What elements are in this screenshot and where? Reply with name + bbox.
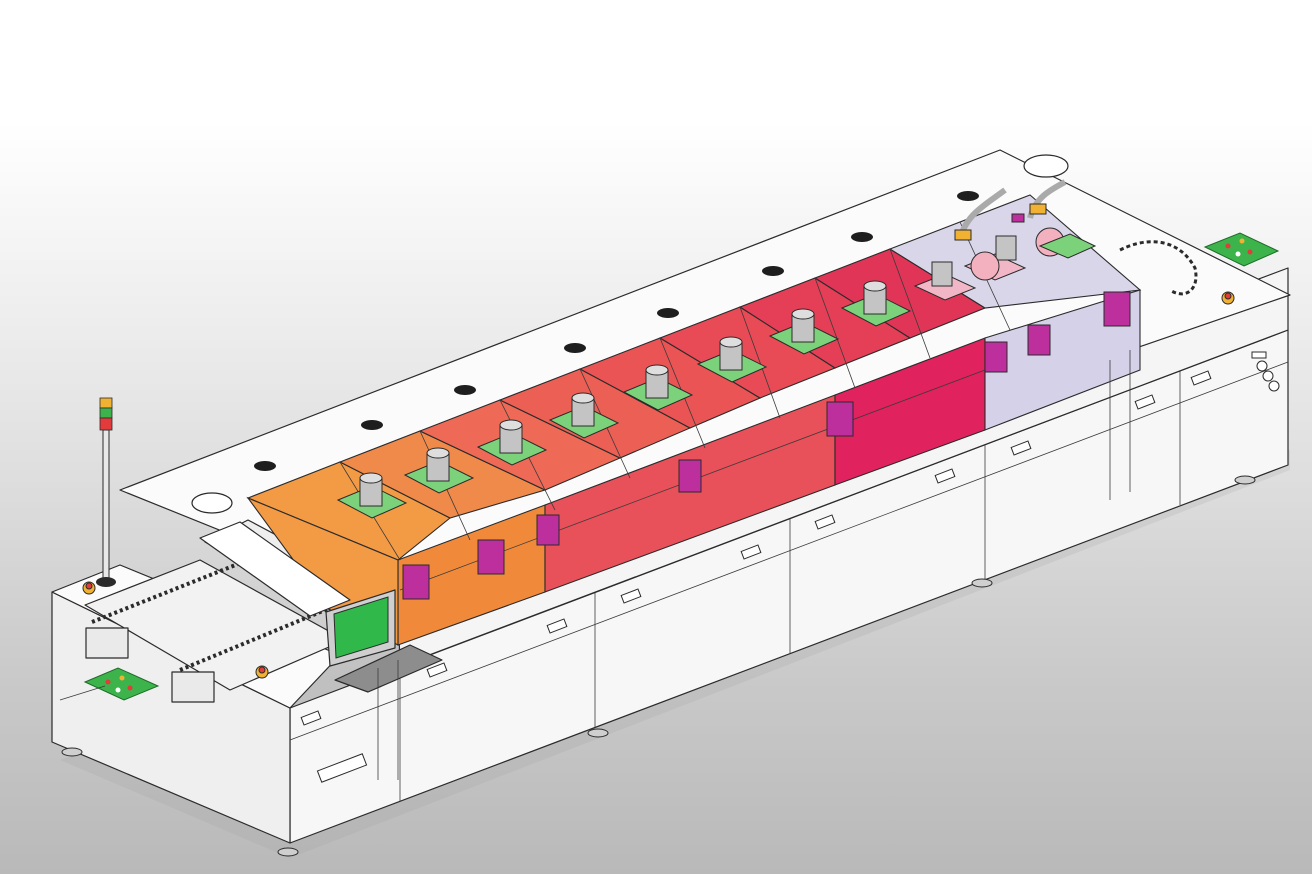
input-conveyor [84,521,351,703]
pcb-output [1203,232,1280,267]
cooling-plate-3 [1038,233,1097,259]
pcb-output-board [1203,232,1280,267]
signal-light-green [99,407,113,419]
conveyor-roller-right [171,671,215,703]
heater-module-5 [622,364,694,411]
heater-module-4 [548,392,620,439]
conveyor-roller-left [85,627,129,659]
heater-module-1 [336,472,408,519]
signal-tower-base [96,577,116,587]
heater-module-3 [476,419,548,466]
cooling-modules [913,179,1097,301]
output-cable-chain [1119,240,1198,296]
cooling-marker [1011,213,1025,223]
signal-light-amber [99,397,113,409]
cooling-zone-side [984,289,1141,431]
heater-module-7 [768,308,840,355]
sensor-blocks [402,291,1131,600]
right-end-knobs [1251,351,1280,392]
exhaust-cap-left [191,492,233,514]
pcb-input-board [83,667,160,701]
cooling-clamp-1 [954,229,972,241]
cabinet-panel-lines [289,361,1289,801]
signal-tower-pole [102,429,110,581]
heater-modules [336,280,912,519]
signal-light-red [99,417,113,431]
control-panel [325,589,443,693]
heater-module-2 [403,447,475,494]
frame-detail-lines [59,350,1131,780]
heater-module-8 [840,280,912,327]
emergency-stops [82,291,1235,679]
cooling-fan-1 [931,261,953,287]
cooling-fan-2 [995,235,1017,261]
hood-top-markers [254,191,979,471]
heater-module-6 [696,336,768,383]
pcb-input [83,667,160,701]
keyboard-tray [334,644,443,693]
entrance-slot [199,521,351,617]
cooling-ring-1 [970,251,1000,281]
exhaust-cap-right [1023,154,1069,178]
cabinet-handles [300,370,1212,783]
cooling-clamp-2 [1029,203,1047,215]
signal-tower [96,397,116,587]
conveyor-chain-front [91,558,331,672]
cabinet-feet [61,475,1256,857]
monitor-screen [333,596,389,659]
